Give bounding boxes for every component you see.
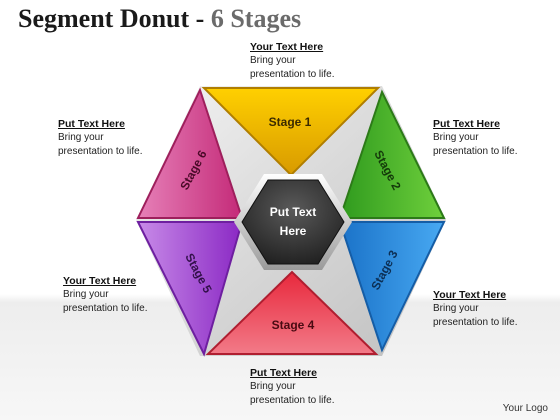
callout-lower-right: Your Text Here Bring your presentation t… <box>433 288 518 330</box>
stage-4-segment[interactable] <box>205 270 379 355</box>
callout-top-heading: Your Text Here <box>250 41 324 53</box>
stage-6-segment[interactable] <box>136 87 244 219</box>
callout-lower-left-heading: Your Text Here <box>63 275 137 287</box>
callout-upper-right-line-2: presentation to life. <box>433 146 518 157</box>
callout-top: Your Text Here Bring your presentation t… <box>250 40 335 82</box>
callout-lower-left-line-2: presentation to life. <box>63 303 148 314</box>
callout-upper-left: Put Text Here Bring your presentation to… <box>58 117 143 159</box>
stage-3-segment[interactable] <box>338 221 446 353</box>
callout-bottom-line-1: Bring your <box>250 381 296 392</box>
callout-upper-right: Put Text Here Bring your presentation to… <box>433 117 518 159</box>
stage-1-label: Stage 1 <box>269 115 312 129</box>
center-hexagon[interactable] <box>241 179 345 265</box>
callout-upper-left-line-2: presentation to life. <box>58 146 143 157</box>
callout-bottom: Put Text Here Bring your presentation to… <box>250 366 335 408</box>
callout-upper-left-line-1: Bring your <box>58 132 104 143</box>
stage-5-segment[interactable] <box>136 221 244 357</box>
callout-lower-right-heading: Your Text Here <box>433 289 507 301</box>
stage-2-segment[interactable] <box>338 89 446 219</box>
callout-top-line-2: presentation to life. <box>250 69 335 80</box>
title-accent: 6 Stages <box>210 4 302 33</box>
stage-1-segment[interactable] <box>201 87 381 177</box>
callout-upper-right-heading: Put Text Here <box>433 118 500 130</box>
stage-4-label: Stage 4 <box>272 318 315 332</box>
logo-text: Your Logo <box>502 403 548 414</box>
callout-upper-left-heading: Put Text Here <box>58 118 125 130</box>
callout-upper-right-line-1: Bring your <box>433 132 479 143</box>
callout-lower-right-line-2: presentation to life. <box>433 317 518 328</box>
callout-lower-right-line-1: Bring your <box>433 303 479 314</box>
callout-lower-left: Your Text Here Bring your presentation t… <box>63 274 148 316</box>
callout-bottom-heading: Put Text Here <box>250 367 317 379</box>
callout-bottom-line-2: presentation to life. <box>250 395 335 406</box>
title-main: Segment Donut - <box>18 4 211 33</box>
center-text-line-2: Here <box>280 224 307 238</box>
callout-lower-left-line-1: Bring your <box>63 289 109 300</box>
callout-top-line-1: Bring your <box>250 55 296 66</box>
center-text-line-1: Put Text <box>270 205 316 219</box>
page-title: Segment Donut - 6 Stages <box>18 4 301 34</box>
